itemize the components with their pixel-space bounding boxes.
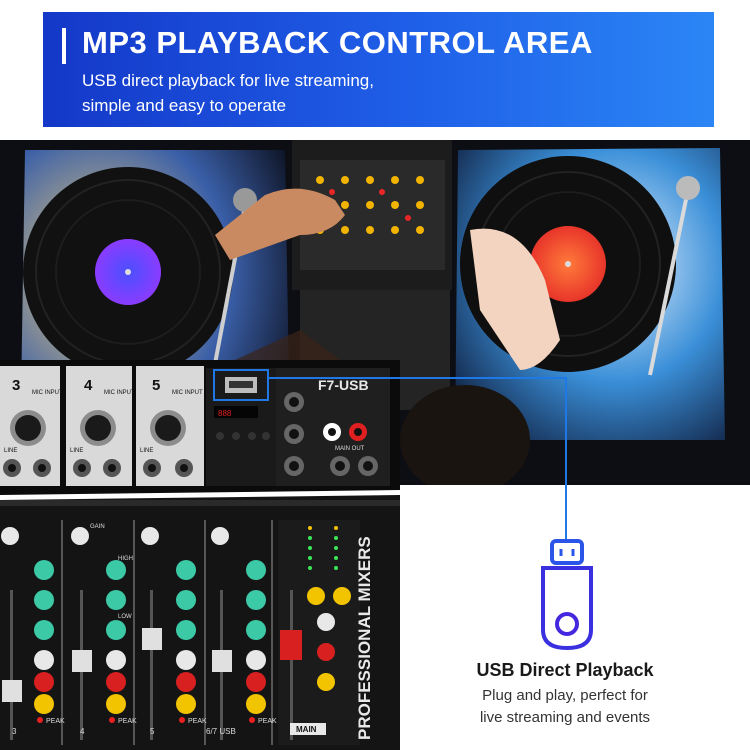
banner-accent-bar [62,28,66,64]
strip-label-3: 3 [12,727,17,736]
strip-label-67: 6/7 USB [206,727,236,736]
mixer-closeup: 3 4 5 MIC INPUT MIC INPUT MIC INPUT LINE… [0,360,400,750]
strip-label-5: 5 [150,727,155,736]
banner-title: MP3 PLAYBACK CONTROL AREA [82,25,593,60]
gain-label: GAIN [90,524,105,530]
mic-input-label-4: MIC INPUT [104,390,135,396]
aux-knobs[interactable] [34,672,266,714]
left-hand [215,188,345,260]
peak-label-67: PEAK [258,718,277,725]
high-label: HIGH [118,556,133,562]
callout-title: USB Direct Playback [476,660,654,680]
banner-subtitle: USB direct playback for live streaming, … [82,68,502,118]
svg-text:888: 888 [218,409,232,418]
header-banner: MP3 PLAYBACK CONTROL AREA USB direct pla… [43,12,714,127]
channel-label-4: 4 [84,377,93,394]
model-label: F7-USB [318,377,369,393]
line-label-5: LINE [140,448,153,454]
banner-subtitle-line2: simple and easy to operate [82,96,287,115]
channel-label-3: 3 [12,377,20,394]
channel-label-5: 5 [152,377,160,394]
peak-label-5: PEAK [188,718,207,725]
low-label: LOW [118,614,132,620]
main-fader[interactable] [280,590,302,740]
gain-knobs[interactable] [1,527,229,545]
line-label-4: LINE [70,448,83,454]
right-hand [470,228,560,370]
xlr-jacks[interactable] [10,410,186,446]
channel-strips [61,520,273,745]
channel-faders[interactable] [2,590,232,740]
peak-label-3: PEAK [46,718,65,725]
strip-label-4: 4 [80,727,85,736]
banner-subtitle-line1: USB direct playback for live streaming, [82,71,374,90]
callout-description: Plug and play, perfect for live streamin… [440,685,690,729]
mic-input-label-3: MIC INPUT [32,390,63,396]
mic-input-label-5: MIC INPUT [172,390,203,396]
callout-desc-line1: Plug and play, perfect for [482,687,648,704]
eq-knobs[interactable] [34,560,266,640]
mixer-illustration: 3 4 5 MIC INPUT MIC INPUT MIC INPUT LINE… [0,360,400,750]
line-label-3: LINE [4,448,17,454]
callout-desc-line2: live streaming and events [479,709,651,726]
dj-turntables-photo [0,140,750,485]
main-out-label: MAIN OUT [335,446,365,452]
peak-label-4: PEAK [118,718,137,725]
brand-vertical-text: PROFESSIONAL MIXERS [355,536,374,740]
main-label: MAIN [296,725,317,734]
usb-drive-icon [541,539,593,651]
dj-scene-illustration [0,140,750,485]
